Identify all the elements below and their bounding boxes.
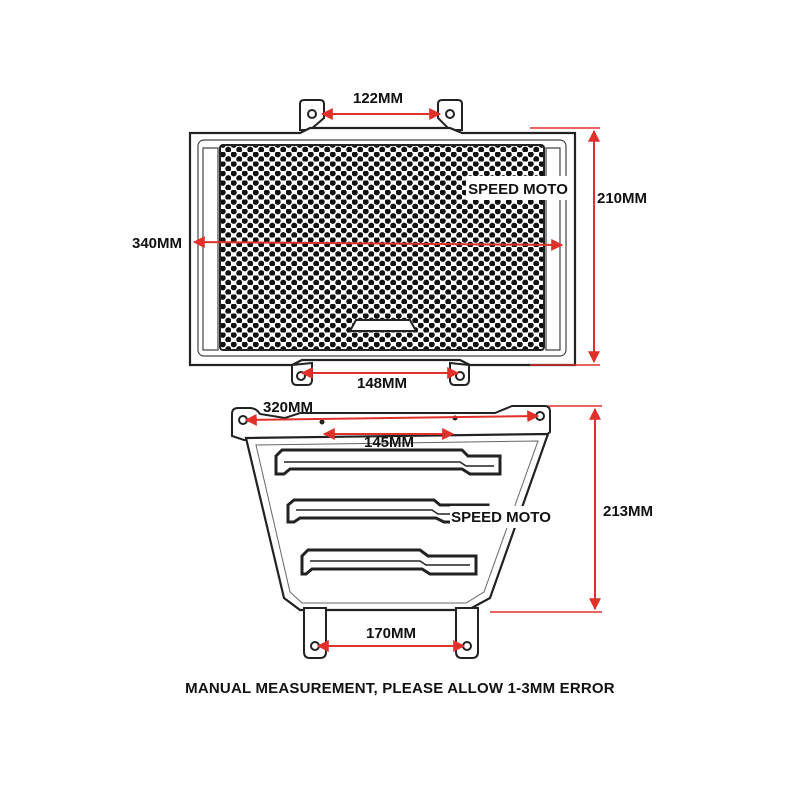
- dim-label-bottom-mount: 170MM: [366, 625, 416, 642]
- brand-plate-bg: [450, 506, 552, 528]
- mount-hole: [307, 109, 317, 119]
- dim-label-width: 340MM: [132, 235, 182, 252]
- dim-label-inner-mount: 145MM: [364, 434, 414, 451]
- measurement-note: MANUAL MEASUREMENT, PLEASE ALLOW 1-3MM E…: [185, 680, 615, 697]
- dim-arrow-top-width: [244, 410, 540, 426]
- mount-hole-small: [319, 419, 325, 425]
- dim-label-top-mount: 122MM: [353, 90, 403, 107]
- slot-inner-line: [310, 560, 470, 566]
- bottom-guard-brand: SPEED MOTO: [451, 509, 551, 526]
- top-guard-side-panel-left: [202, 147, 219, 351]
- brand-plate-bg: [466, 176, 568, 200]
- bottom-guard-dimensions: 320MM 145MM 213MM 170MM: [244, 399, 653, 652]
- bottom-engine-guard: SPEED MOTO: [231, 405, 552, 659]
- top-guard-upper-tab-left: [299, 99, 325, 131]
- mount-hole: [445, 109, 455, 119]
- dim-label-bottom-mount: 148MM: [357, 375, 407, 392]
- top-guard-upper-tab-right: [437, 99, 463, 131]
- bottom-guard-slot-3: [300, 548, 478, 576]
- slot-inner-line: [284, 461, 494, 467]
- dim-arrow-width: [192, 236, 564, 251]
- top-guard-dimensions: 122MM 340MM 210MM 148MM: [132, 90, 647, 392]
- dim-label-height: 213MM: [603, 503, 653, 520]
- bottom-guard-inner-edge: [255, 440, 539, 604]
- dim-label-height: 210MM: [597, 190, 647, 207]
- top-guard-logo-slot: [348, 319, 418, 332]
- dim-label-top-width: 320MM: [263, 399, 313, 416]
- top-guard-brand: SPEED MOTO: [468, 181, 568, 198]
